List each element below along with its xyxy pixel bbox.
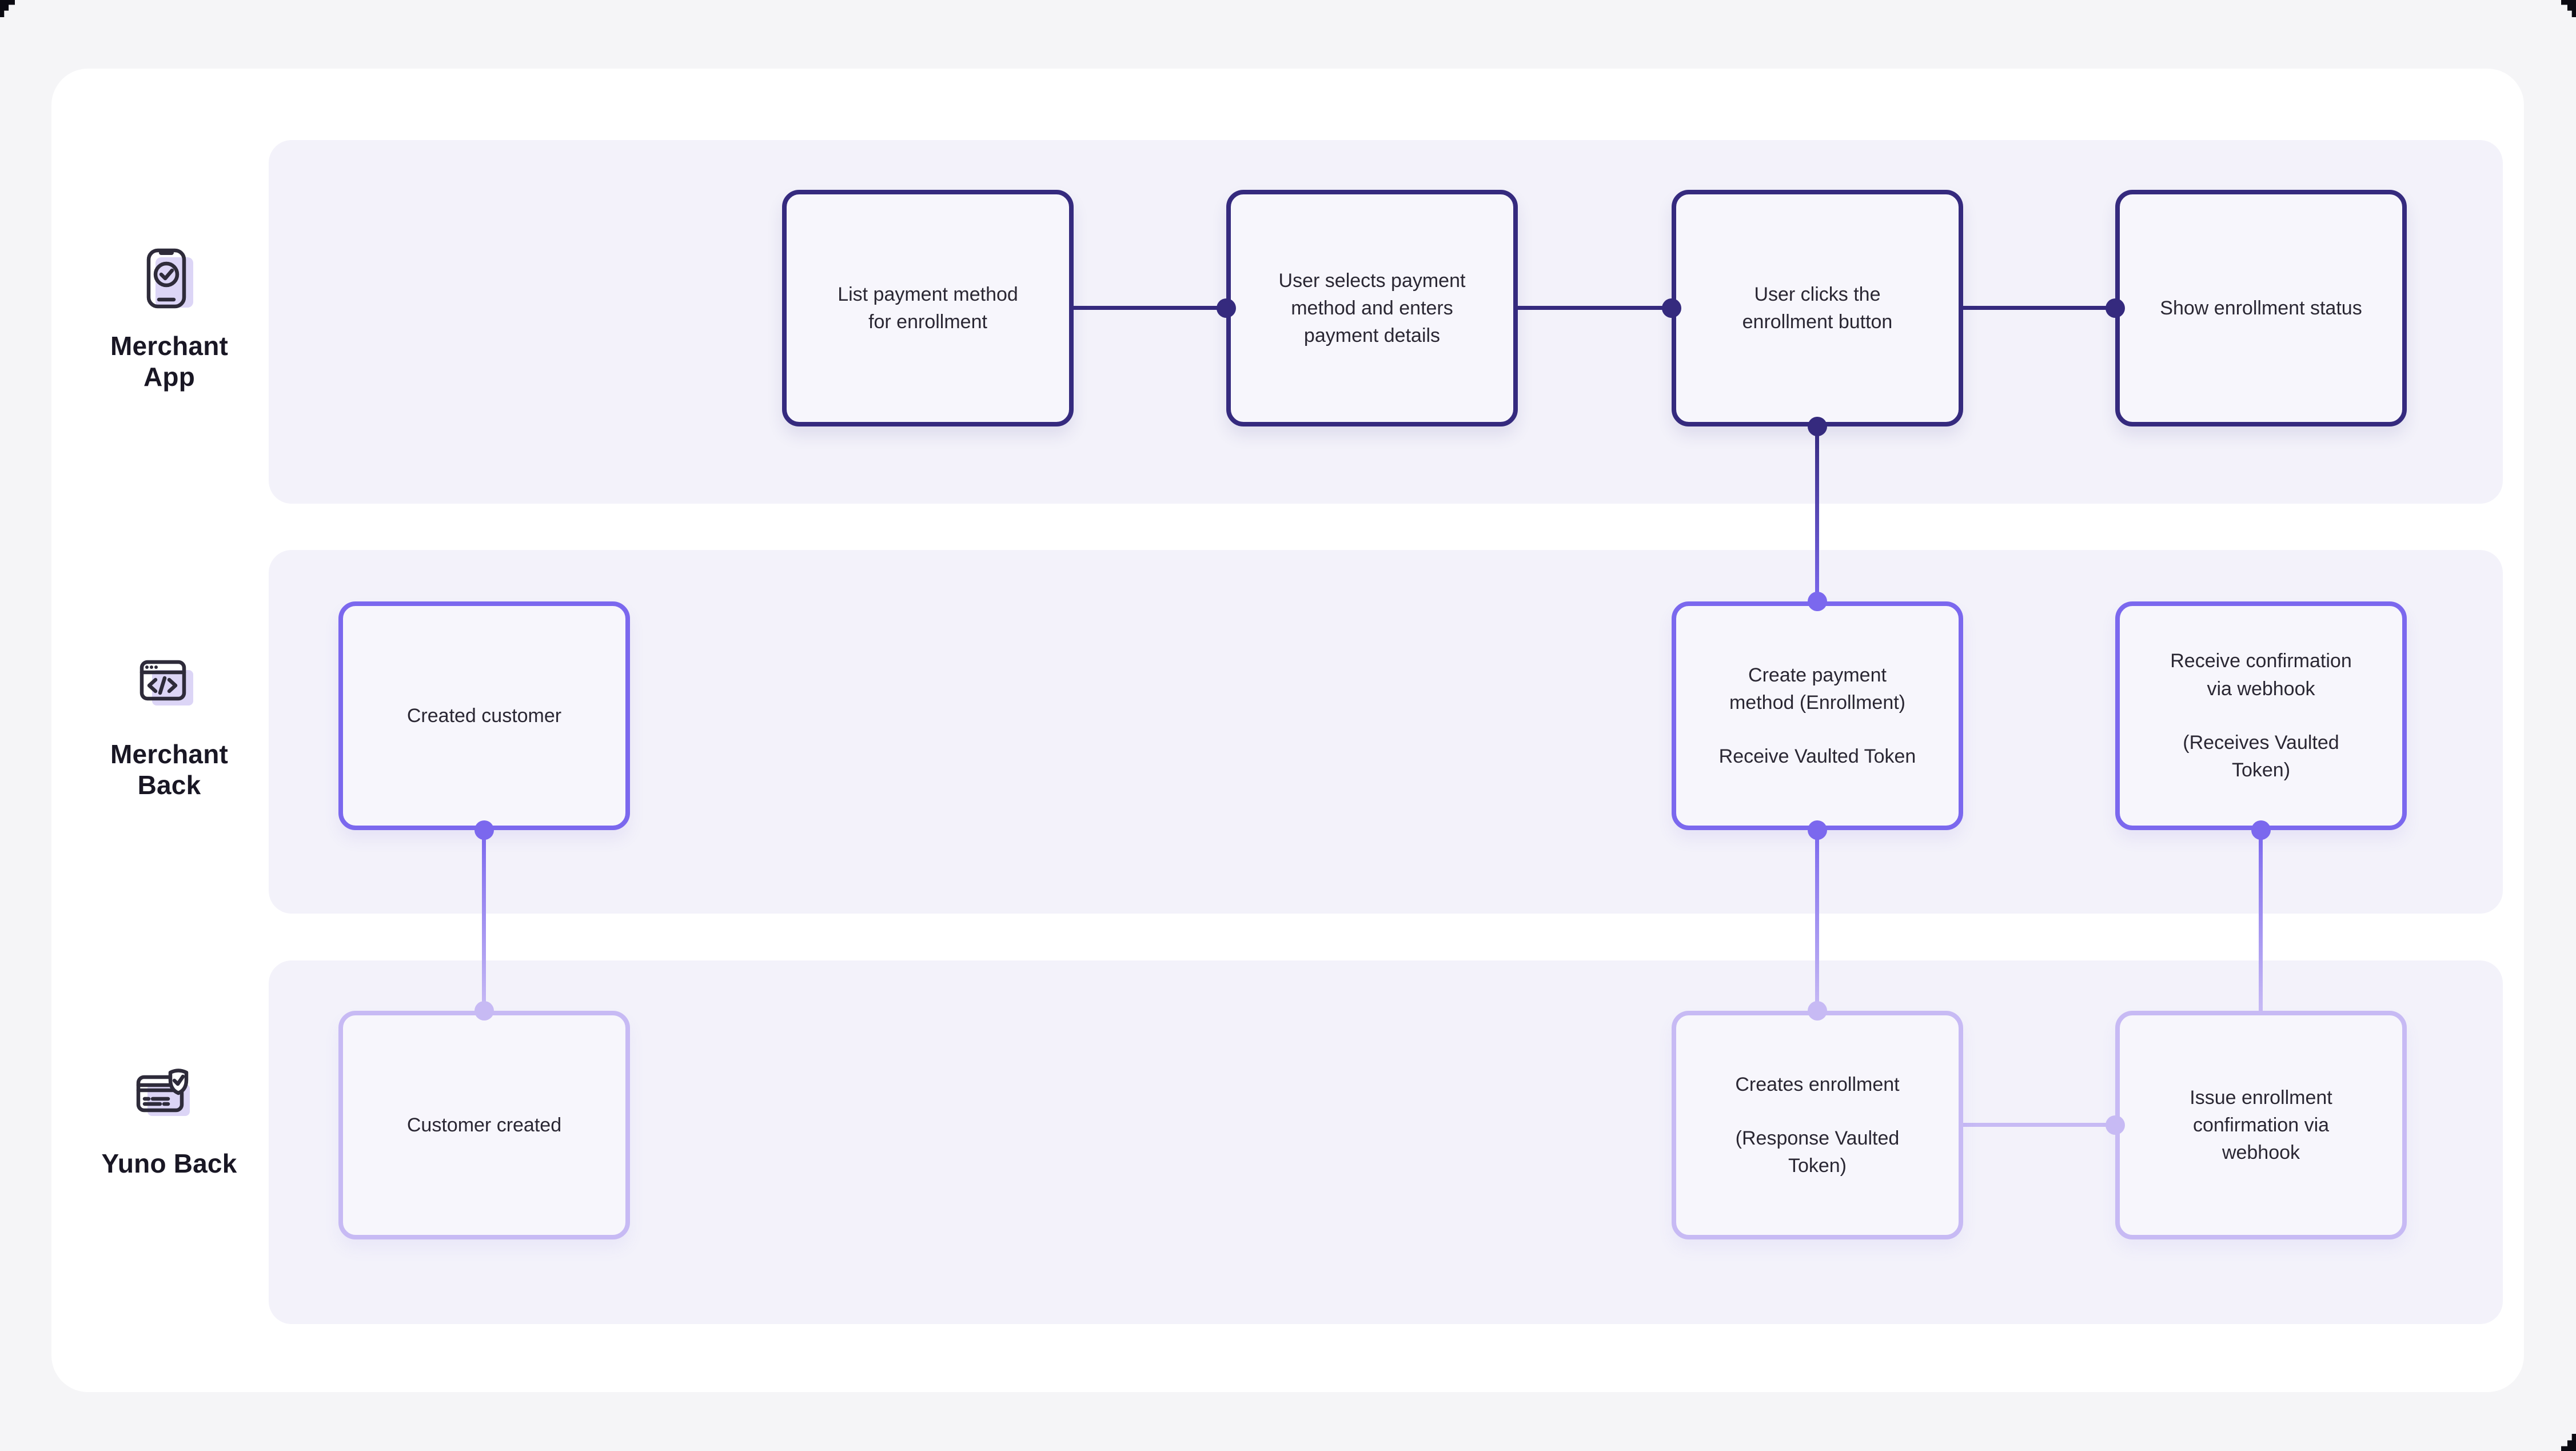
node-text: Created customer [406, 704, 562, 727]
connector-dot [1662, 298, 1681, 318]
node-user-clicks-enrollment: User clicks the enrollment button [1672, 190, 1963, 426]
node-create-payment-method: Create payment method (Enrollment) Recei… [1672, 601, 1963, 830]
connector-dot [1808, 820, 1827, 840]
node-list-payment-method: List payment method for enrollment [782, 190, 1074, 426]
corner-mark-top-right [2561, 0, 2576, 17]
code-window-icon [139, 660, 193, 705]
connector-line [1815, 830, 1819, 1011]
connector-line [1960, 1123, 2115, 1127]
node-text: Receive Vaulted Token [1718, 746, 1916, 768]
connector-dot [2251, 820, 2271, 840]
connector-line [1815, 426, 1819, 601]
node-receive-confirmation: Receive confirmation via webhook (Receiv… [2115, 601, 2407, 830]
node-text: (Response Vaulted Token) [1735, 1127, 1900, 1177]
connector-line [1514, 306, 1672, 310]
lane-label-merchant-back: Merchant Back [110, 739, 229, 800]
node-text: Receive confirmation via webhook [2170, 650, 2352, 700]
lane-label-yuno-back: Yuno Back [101, 1149, 237, 1178]
node-text: (Receives Vaulted Token) [2183, 732, 2339, 782]
connector-dot [2106, 298, 2125, 318]
node-text: Creates enrollment [1735, 1073, 1900, 1095]
node-text: User selects payment method and enters p… [1278, 269, 1466, 347]
lane-label-merchant-app: Merchant App [110, 331, 229, 392]
node-creates-enrollment: Creates enrollment (Response Vaulted Tok… [1672, 1011, 1963, 1239]
connector-dot [1217, 298, 1236, 318]
phone-check-icon [146, 248, 193, 309]
connector-line [1070, 306, 1226, 310]
node-text: Show enrollment status [2160, 297, 2362, 319]
node-text: Customer created [406, 1114, 562, 1136]
connector-dot [474, 820, 494, 840]
node-text: Create payment method (Enrollment) [1729, 664, 1905, 713]
connector-dot [1808, 592, 1827, 611]
connector-line [482, 830, 486, 1011]
corner-mark-top-left [0, 0, 15, 17]
connector-dot [1808, 1001, 1827, 1021]
card-shield-icon [136, 1069, 190, 1116]
node-text: List payment method for enrollment [838, 283, 1018, 333]
node-customer-created: Customer created [338, 1011, 630, 1239]
node-created-customer: Created customer [338, 601, 630, 830]
node-show-enrollment-status: Show enrollment status [2115, 190, 2407, 426]
connector-dot [1808, 417, 1827, 436]
node-text: Issue enrollment confirmation via webhoo… [2190, 1086, 2332, 1164]
node-issue-enrollment-confirmation: Issue enrollment confirmation via webhoo… [2115, 1011, 2407, 1239]
corner-mark-bottom-right [2561, 1434, 2576, 1451]
connector-dot [474, 1001, 494, 1021]
node-user-selects-payment: User selects payment method and enters p… [1226, 190, 1518, 426]
connector-line [2259, 830, 2263, 1011]
connector-dot [2106, 1115, 2125, 1135]
node-text: User clicks the enrollment button [1742, 283, 1893, 333]
connector-line [1960, 306, 2115, 310]
